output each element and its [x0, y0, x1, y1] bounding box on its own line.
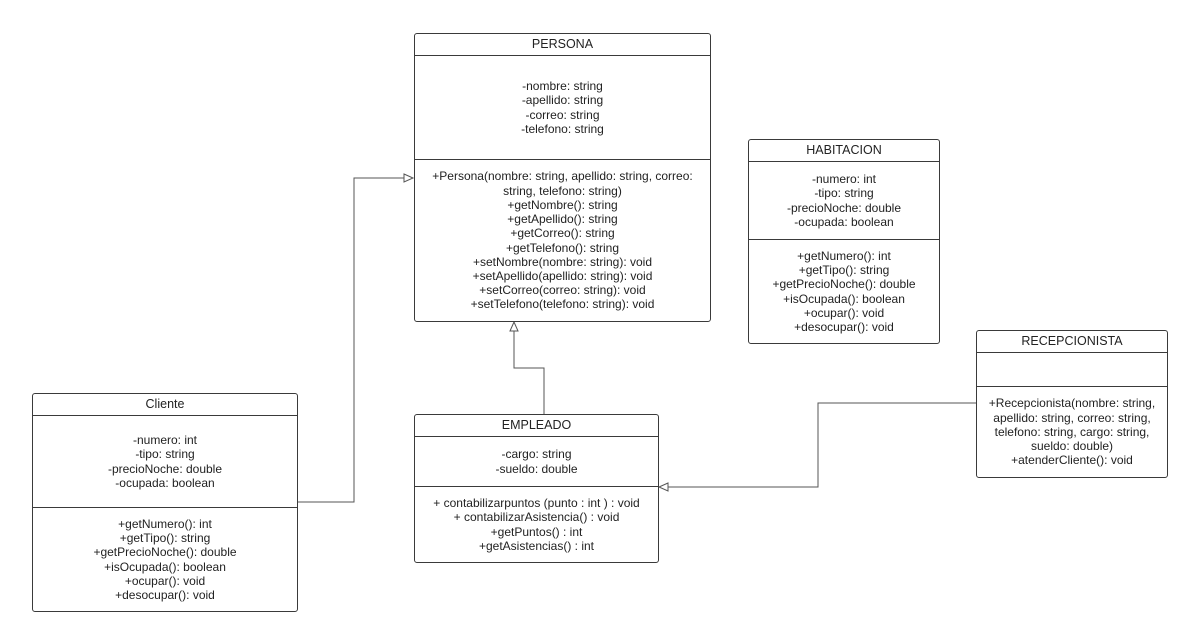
- method: +getNumero(): int: [797, 248, 891, 263]
- method: +getNombre(): string: [507, 197, 618, 212]
- method: +getPuntos() : int: [490, 524, 583, 539]
- class-name: RECEPCIONISTA: [977, 331, 1167, 353]
- class-name: HABITACION: [749, 140, 939, 162]
- attribute: -ocupada: boolean: [794, 214, 894, 229]
- methods-section: +Recepcionista(nombre: string,apellido: …: [977, 387, 1167, 477]
- class-recepcionista[interactable]: RECEPCIONISTA +Recepcionista(nombre: stri…: [976, 330, 1168, 478]
- attribute: -telefono: string: [521, 121, 604, 136]
- attributes-section: -cargo: string-sueldo: double: [415, 437, 658, 487]
- attribute: -numero: int: [132, 433, 198, 448]
- empleado-to-persona-arrowhead: [509, 320, 519, 332]
- attribute: -sueldo: double: [495, 461, 578, 476]
- cliente-to-persona-arrowhead: [403, 173, 415, 183]
- method: +getApellido(): string: [507, 212, 618, 227]
- method: +setNombre(nombre: string): void: [472, 254, 653, 269]
- attribute: -nombre: string: [522, 79, 603, 94]
- attributes-section: -numero: int-tipo: string-precioNoche: d…: [33, 416, 297, 508]
- method: +setCorreo(correo: string): void: [479, 283, 646, 298]
- class-persona[interactable]: PERSONA-nombre: string-apellido: string-…: [414, 33, 711, 322]
- methods-section: +Persona(nombre: string, apellido: strin…: [415, 160, 710, 321]
- method: +getTipo(): string: [798, 263, 890, 278]
- method: telefono: string, cargo: string,: [994, 424, 1150, 439]
- attribute: -apellido: string: [521, 93, 604, 108]
- method: +atenderCliente(): void: [1011, 453, 1133, 468]
- class-name: PERSONA: [415, 34, 710, 56]
- attribute: -tipo: string: [135, 447, 195, 462]
- class-name: Cliente: [33, 394, 297, 416]
- class-habitacion[interactable]: HABITACION-numero: int-tipo: string-prec…: [748, 139, 940, 344]
- attributes-section: -numero: int-tipo: string-precioNoche: d…: [749, 162, 939, 240]
- method: +setTelefono(telefono: string): void: [470, 297, 655, 312]
- method: + contabilizarpuntos (punto : int ) : vo…: [433, 496, 640, 511]
- attribute: -precioNoche: double: [786, 200, 902, 215]
- attributes-section: [977, 353, 1167, 387]
- attribute: -precioNoche: double: [107, 461, 223, 476]
- recepcionista-to-empleado-line: [668, 402, 976, 488]
- class-empleado[interactable]: EMPLEADO-cargo: string-sueldo: double+ c…: [414, 414, 659, 563]
- attribute: -numero: int: [811, 172, 877, 187]
- method: +Recepcionista(nombre: string,: [988, 396, 1156, 411]
- methods-section: +getNumero(): int+getTipo(): string+getP…: [33, 508, 297, 611]
- method: +getPrecioNoche(): double: [93, 545, 237, 560]
- method: +getCorreo(): string: [510, 226, 615, 241]
- cliente-to-persona-line: [297, 177, 404, 503]
- attribute: -cargo: string: [501, 447, 572, 462]
- method: +isOcupada(): boolean: [783, 291, 905, 306]
- attribute: -tipo: string: [814, 186, 874, 201]
- class-name: EMPLEADO: [415, 415, 658, 437]
- class-cliente[interactable]: Cliente-numero: int-tipo: string-precioN…: [32, 393, 298, 612]
- method: sueldo: double): [1030, 439, 1114, 454]
- method: +ocupar(): void: [803, 305, 885, 320]
- method: apellido: string, correo: string,: [993, 410, 1151, 425]
- recepcionista-to-empleado-arrowhead: [657, 482, 669, 492]
- attribute: -ocupada: boolean: [115, 475, 215, 490]
- attribute: -correo: string: [525, 107, 600, 122]
- method: +getNumero(): int: [118, 516, 212, 531]
- method: +setApellido(apellido: string): void: [472, 268, 653, 283]
- method: +getTipo(): string: [119, 531, 211, 546]
- methods-section: + contabilizarpuntos (punto : int ) : vo…: [415, 487, 658, 562]
- empleado-to-persona-line: [513, 331, 545, 414]
- method: +ocupar(): void: [124, 573, 206, 588]
- method: +desocupar(): void: [115, 587, 215, 602]
- method: +isOcupada(): boolean: [104, 559, 226, 574]
- method: +desocupar(): void: [794, 319, 894, 334]
- method: + contabilizarAsistencia() : void: [453, 510, 620, 525]
- method: +Persona(nombre: string, apellido: strin…: [432, 169, 693, 184]
- method: +getAsistencias() : int: [478, 538, 595, 553]
- method: +getPrecioNoche(): double: [772, 277, 916, 292]
- methods-section: +getNumero(): int+getTipo(): string+getP…: [749, 240, 939, 343]
- method: string, telefono: string): [503, 183, 622, 198]
- method: +getTelefono(): string: [505, 240, 620, 255]
- attributes-section: -nombre: string-apellido: string-correo:…: [415, 56, 710, 160]
